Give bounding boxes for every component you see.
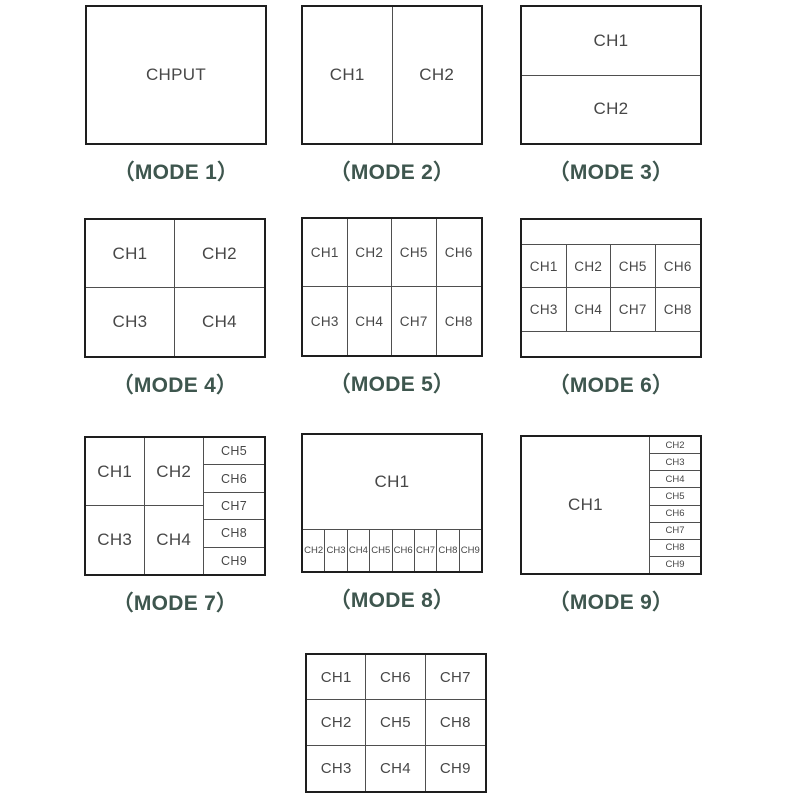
mode-5-card: CH1 CH2 CH5 CH6 CH3 CH4 CH7 CH8 （MODE 5） (301, 217, 483, 398)
mode9-ch7-cell: CH7 (650, 521, 700, 539)
mode2-ch2-cell: CH2 (391, 7, 482, 143)
mode9-ch5-cell: CH5 (650, 487, 700, 504)
mode5-ch8-cell: CH8 (444, 313, 473, 329)
mode4-ch4-cell: CH4 (202, 312, 237, 331)
mode-10-layout: CH1 CH6 CH7 CH2 CH5 CH8 CH3 CH4 CH9 (305, 653, 487, 793)
mode8-ch7-cell: CH7 (413, 530, 436, 571)
mode-9-layout: CH1 CH2 CH3 CH4 CH5 CH6 CH7 CH8 CH9 (520, 435, 702, 575)
mode9-ch6-cell: CH6 (650, 504, 700, 522)
mode9-ch2-cell: CH2 (665, 439, 685, 451)
mode-7-label: （MODE 7） (112, 592, 238, 615)
mode7-ch8-cell: CH8 (204, 519, 264, 546)
mode10-ch9-cell: CH9 (439, 759, 471, 777)
mode-6-layout: CH1 CH2 CH5 CH6 CH3 CH4 CH7 CH8 (520, 218, 702, 358)
mode7-main-grid: CH1 CH2 CH3 CH4 (86, 438, 203, 574)
mode-1-card: CHPUT （MODE 1） (85, 5, 267, 186)
mode-3-layout: CH1 CH2 (520, 5, 702, 145)
mode-8-label: （MODE 8） (329, 589, 455, 612)
mode9-ch8-cell: CH8 (650, 538, 700, 556)
mode8-ch2-cell: CH2 (304, 545, 324, 556)
mode10-ch6-cell: CH6 (366, 655, 426, 701)
mode6-top-empty-strip (522, 220, 700, 245)
mode7-ch9-cell: CH9 (204, 546, 264, 574)
mode8-ch3-cell: CH3 (324, 530, 346, 571)
mode3-ch1-cell: CH1 (593, 30, 629, 50)
mode2-ch1-cell: CH1 (329, 65, 365, 84)
mode6-ch4-cell: CH4 (567, 288, 611, 331)
mode6-ch3-cell: CH3 (522, 288, 567, 331)
mode6-ch7-cell: CH7 (611, 288, 656, 331)
mode6-ch8-cell: CH8 (663, 302, 692, 317)
mode9-ch3-cell: CH3 (650, 453, 700, 470)
mode-2-card: CH1 CH2 （MODE 2） (301, 5, 483, 186)
mode-3-card: CH1 CH2 （MODE 3） (520, 5, 702, 186)
mode6-ch2-cell: CH2 (566, 245, 611, 288)
mode7-ch2-cell: CH2 (144, 438, 203, 506)
mode-9-card: CH1 CH2 CH3 CH4 CH5 CH6 CH7 CH8 CH9 （MOD… (520, 435, 702, 616)
mode-3-label: （MODE 3） (548, 161, 674, 184)
mode9-side-column: CH2 CH3 CH4 CH5 CH6 CH7 CH8 CH9 (649, 437, 700, 573)
mode-1-layout: CHPUT (85, 5, 267, 145)
mode7-ch1-cell: CH1 (86, 438, 145, 506)
mode10-ch4-cell: CH4 (366, 745, 426, 791)
mode-2-layout: CH1 CH2 (301, 5, 483, 145)
mode-9-label: （MODE 9） (548, 591, 674, 614)
mode10-ch8-cell: CH8 (425, 700, 485, 746)
mode8-bottom-strip: CH2 CH3 CH4 CH5 CH6 CH7 CH8 CH9 (303, 529, 481, 571)
mode7-ch7-cell: CH7 (204, 491, 264, 519)
mode-4-label: （MODE 4） (112, 374, 238, 397)
mode7-side-column: CH5 CH6 CH7 CH8 CH9 (203, 438, 264, 574)
mode1-chput-cell: CHPUT (145, 65, 207, 84)
mode3-ch2-cell: CH2 (522, 74, 700, 144)
mode9-ch1-cell: CH1 (568, 495, 603, 514)
mode9-ch4-cell: CH4 (650, 470, 700, 487)
mode-1-label: （MODE 1） (113, 161, 239, 184)
mode6-ch6-cell: CH6 (655, 245, 700, 288)
mode4-ch3-cell: CH3 (86, 288, 175, 356)
mode4-ch1-cell: CH1 (86, 220, 175, 288)
mode5-ch4-cell: CH4 (348, 287, 392, 355)
mode6-bottom-empty-strip (522, 331, 700, 356)
mode10-ch7-cell: CH7 (425, 655, 485, 701)
mode8-ch6-cell: CH6 (391, 530, 414, 571)
mode-2-label: （MODE 2） (329, 161, 455, 184)
mode7-ch6-cell: CH6 (204, 464, 264, 491)
mode10-ch2-cell: CH2 (307, 700, 367, 746)
mode-5-label: （MODE 5） (329, 373, 455, 396)
mode-7-card: CH1 CH2 CH3 CH4 CH5 CH6 CH7 CH8 CH9 （MOD… (84, 436, 266, 617)
mode6-ch5-cell: CH5 (611, 245, 656, 288)
mode-7-layout: CH1 CH2 CH3 CH4 CH5 CH6 CH7 CH8 CH9 (84, 436, 266, 576)
mode-5-layout: CH1 CH2 CH5 CH6 CH3 CH4 CH7 CH8 (301, 217, 483, 357)
mode9-ch9-cell: CH9 (650, 555, 700, 573)
mode6-channel-grid: CH1 CH2 CH5 CH6 CH3 CH4 CH7 CH8 (522, 245, 700, 331)
mode5-ch1-cell: CH1 (303, 219, 348, 287)
mode7-ch3-cell: CH3 (86, 506, 145, 574)
mode8-ch4-cell: CH4 (346, 530, 369, 571)
mode-4-layout: CH1 CH2 CH3 CH4 (84, 218, 266, 358)
mode-4-card: CH1 CH2 CH3 CH4 （MODE 4） (84, 218, 266, 399)
mode5-ch7-cell: CH7 (392, 287, 437, 355)
mode-6-card: CH1 CH2 CH5 CH6 CH3 CH4 CH7 CH8 （MODE 6） (520, 218, 702, 399)
mode5-ch2-cell: CH2 (347, 219, 392, 287)
mode8-ch5-cell: CH5 (369, 530, 391, 571)
mode10-ch5-cell: CH5 (366, 700, 426, 746)
mode5-ch3-cell: CH3 (303, 287, 348, 355)
mode-10-card: CH1 CH6 CH7 CH2 CH5 CH8 CH3 CH4 CH9 (305, 653, 487, 793)
mode-8-card: CH1 CH2 CH3 CH4 CH5 CH6 CH7 CH8 CH9 （MOD… (301, 433, 483, 614)
mode-8-layout: CH1 CH2 CH3 CH4 CH5 CH6 CH7 CH8 CH9 (301, 433, 483, 573)
mode8-ch9-cell: CH9 (458, 530, 481, 571)
mode7-ch4-cell: CH4 (156, 530, 192, 549)
mode5-ch5-cell: CH5 (392, 219, 437, 287)
mode-6-label: （MODE 6） (548, 374, 674, 397)
mode10-ch1-cell: CH1 (307, 655, 367, 701)
mode7-ch5-cell: CH5 (221, 444, 247, 459)
mode4-ch2-cell: CH2 (175, 220, 264, 288)
mode5-ch6-cell: CH6 (436, 219, 481, 287)
mode6-ch1-cell: CH1 (522, 245, 567, 288)
mode8-ch1-cell: CH1 (374, 472, 410, 491)
mode8-ch8-cell: CH8 (436, 530, 458, 571)
mode10-ch3-cell: CH3 (307, 745, 367, 791)
